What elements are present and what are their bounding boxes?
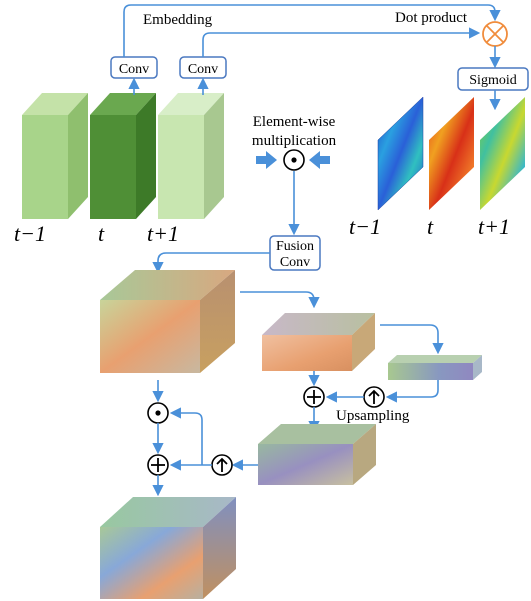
upsampling-icon-right bbox=[363, 386, 385, 408]
arrow-level2-to-level3 bbox=[380, 324, 444, 355]
arrow-fusion-to-feature bbox=[152, 252, 270, 274]
embedding-path bbox=[123, 4, 501, 57]
elementwise-odot-icon bbox=[283, 149, 305, 171]
add-icon-right bbox=[303, 386, 325, 408]
feature-map-level2-fused bbox=[258, 424, 376, 485]
frame-label-left-t: t bbox=[98, 221, 105, 246]
frame-label-right-t-plus-1: t+1 bbox=[478, 214, 510, 239]
right-thick-arrow bbox=[309, 151, 330, 169]
conv-label-right: Conv bbox=[188, 62, 218, 77]
fusion-label-line1: Fusion bbox=[276, 239, 314, 254]
sigmoid-label: Sigmoid bbox=[469, 73, 516, 88]
frame-label-left-t-plus-1: t+1 bbox=[147, 221, 179, 246]
input-frame-t-plus-1 bbox=[158, 93, 224, 219]
feature-map-level3 bbox=[388, 355, 482, 380]
attention-map-t-plus-1 bbox=[480, 97, 525, 210]
add-icon-left bbox=[147, 454, 169, 476]
frame-label-right-t: t bbox=[427, 214, 434, 239]
sigmoid-box bbox=[457, 67, 529, 91]
arrow-level1-to-level2 bbox=[240, 291, 320, 309]
arrow-level3-to-upsample bbox=[385, 380, 439, 403]
embedding-label: Embedding bbox=[143, 12, 213, 28]
dot-product-label: Dot product bbox=[395, 10, 468, 26]
elementwise-label-line2: multiplication bbox=[252, 133, 337, 149]
input-frame-t bbox=[90, 93, 156, 219]
feature-map-level2 bbox=[262, 313, 375, 371]
fusion-label-line2: Conv bbox=[280, 255, 310, 270]
attention-map-t bbox=[429, 97, 474, 210]
feature-map-output bbox=[100, 497, 236, 599]
dot-product-icon bbox=[482, 21, 508, 47]
frame-label-right-t-minus-1: t−1 bbox=[349, 214, 381, 239]
arrow-branch-to-odot bbox=[169, 407, 203, 465]
conv-right-to-product-path bbox=[202, 27, 481, 57]
frame-label-left-t-minus-1: t−1 bbox=[14, 221, 46, 246]
upsampling-label: Upsampling bbox=[336, 408, 410, 424]
input-frame-t-minus-1 bbox=[22, 93, 88, 219]
left-thick-arrow bbox=[256, 151, 277, 169]
upsampling-icon-left bbox=[211, 454, 233, 476]
elementwise-odot-icon-left bbox=[147, 402, 169, 424]
attention-map-t-minus-1 bbox=[377, 96, 424, 211]
conv-label-left: Conv bbox=[119, 62, 149, 77]
feature-map-level1 bbox=[100, 270, 235, 373]
elementwise-label-line1: Element-wise bbox=[253, 114, 336, 130]
